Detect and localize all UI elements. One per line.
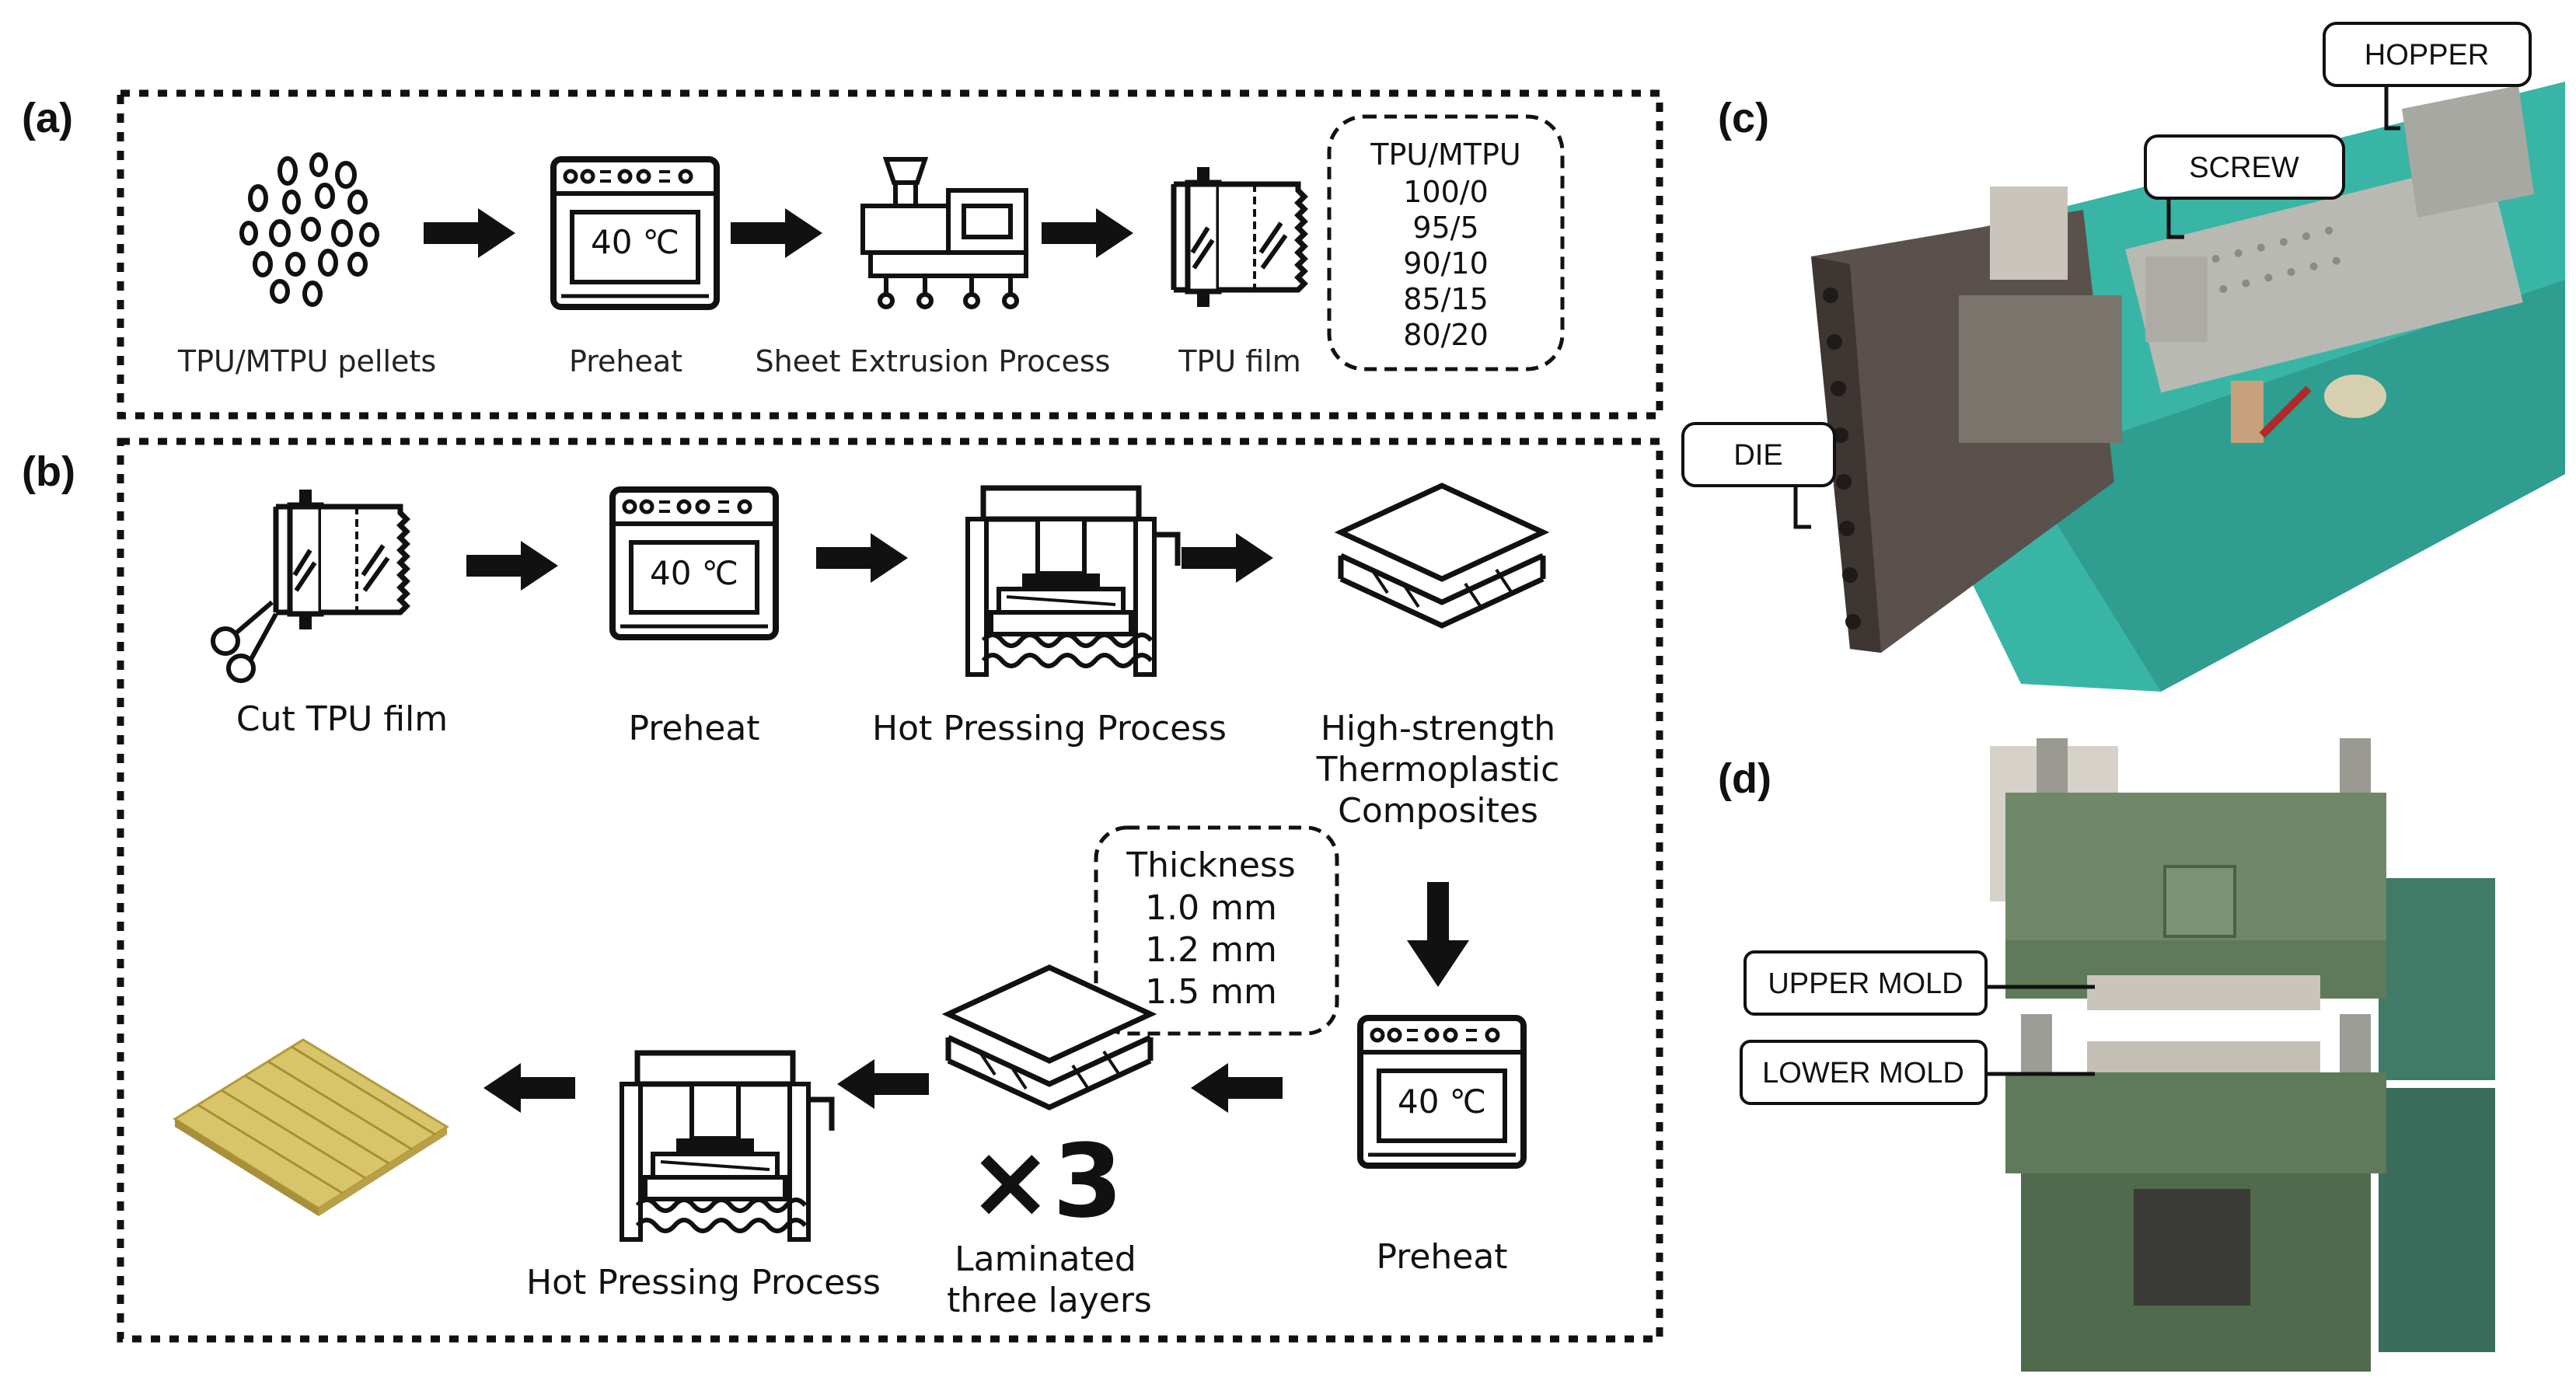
film-roll-icon-a [1174,167,1304,307]
oven-temp-a: 40 ℃ [591,223,679,261]
arrow-a2 [731,208,822,258]
composite-label-line: Composites [1338,791,1538,831]
thickness-header: Thickness [1126,845,1295,885]
panel-label-b: (b) [22,448,75,495]
scissors-icon [211,600,278,683]
extruder-icon [860,157,1028,309]
panel-b-frame [117,438,1663,1343]
arrow-b3 [1182,533,1273,583]
step-hotpress-1-label: Hot Pressing Process [872,709,1227,748]
oven-temp-b1: 40 ℃ [650,554,738,592]
callout-hopper-label: HOPPER [2365,39,2489,71]
ratio-item: 95/5 [1412,211,1478,245]
hot-press-icon-1 [968,488,1178,675]
film-roll-icon-b [276,490,407,629]
thickness-item: 1.0 mm [1145,888,1277,928]
composite-label-line: Thermoplastic [1316,750,1560,790]
ratio-item: 100/0 [1403,175,1489,209]
composite-sheet-image [173,1038,449,1216]
laminated-label-line: three layers [947,1281,1152,1320]
laminated-label-line: Laminated [955,1239,1136,1279]
pellets-icon [239,152,379,307]
callout-die: DIE [1681,422,1836,529]
panel-label-d: (d) [1718,755,1771,802]
step-preheat-b1-label: Preheat [628,709,759,748]
oven-temp-b2: 40 ℃ [1398,1082,1486,1121]
step-extrusion-label: Sheet Extrusion Process [756,344,1111,378]
arrow-down [1407,882,1469,987]
step-cut-label: Cut TPU film [236,699,448,739]
layers-icon-1 [1341,486,1543,626]
callout-upper-mold-label: UPPER MOLD [1768,967,1963,1000]
arrow-b5 [837,1059,929,1109]
thickness-box [1094,825,1339,1036]
callout-screw-label: SCREW [2189,152,2299,184]
callout-hopper: HOPPER [2323,22,2532,131]
extruder-photo [1811,82,2565,692]
hot-press-icon-2 [622,1053,832,1239]
hot-press-photo [1990,738,2495,1372]
panel-label-c: (c) [1718,95,1769,141]
arrow-a3 [1042,208,1133,258]
ratio-header: TPU/MTPU [1370,138,1520,172]
callout-lower-mold-label: LOWER MOLD [1762,1057,1964,1089]
thickness-item: 1.2 mm [1145,930,1277,970]
arrow-a1 [424,208,515,258]
ratio-box [1327,114,1565,371]
callout-lower-mold: LOWER MOLD [1740,1040,2095,1105]
arrow-b1 [466,541,558,591]
step-film-label: TPU film [1178,344,1301,378]
ratio-item: 80/20 [1403,318,1489,352]
times-three-label: ×3 [968,1122,1122,1240]
ratio-item: 90/10 [1403,246,1489,281]
thickness-item: 1.5 mm [1145,972,1277,1012]
layers-icon-2 [948,967,1150,1107]
step-preheat-a-label: Preheat [569,344,682,378]
arrow-b4 [1191,1063,1283,1113]
arrow-b2 [816,533,908,583]
arrow-b6 [483,1063,575,1113]
panel-label-a: (a) [22,95,73,141]
callout-screw: SCREW [2144,134,2345,239]
composite-label-line: High-strength [1321,709,1555,748]
callout-die-label: DIE [1733,439,1782,472]
step-preheat-b2-label: Preheat [1376,1237,1507,1277]
callout-upper-mold: UPPER MOLD [1744,950,2095,1016]
step-pellets-label: TPU/MTPU pellets [177,344,436,378]
step-hotpress-2-label: Hot Pressing Process [526,1263,881,1302]
ratio-item: 85/15 [1403,282,1489,316]
panel-a-frame [117,89,1663,420]
